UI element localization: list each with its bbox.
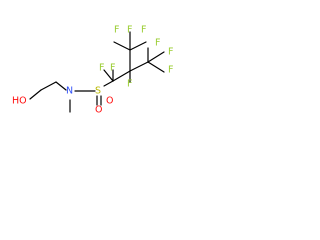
atom-oxygen2: O	[106, 96, 113, 107]
bond-cf3right-f1	[147, 51, 165, 63]
atom-f-top1: F	[114, 25, 119, 36]
atom-f-right1: F	[168, 47, 173, 58]
bond-c2-n	[55, 81, 67, 91]
atom-f-mid2: F	[110, 63, 115, 74]
bonds	[29, 31, 165, 113]
atom-nitrogen: N	[66, 86, 73, 97]
bond-cf3right-f2	[147, 61, 165, 73]
molecule-structure: HO N S O O F F F F F F F F F	[12, 25, 173, 116]
bond-cf2-cf	[112, 70, 131, 82]
bond-o-c1	[29, 89, 42, 100]
bond-cf2-f-left	[103, 69, 114, 82]
atom-f-mid1: F	[99, 63, 104, 74]
atom-hydroxyl: HO	[12, 96, 27, 107]
atom-f-top3: F	[141, 25, 146, 36]
bond-s-cf2	[103, 80, 114, 87]
bond-cf3top-f3	[129, 41, 147, 51]
atom-f-top2: F	[127, 25, 132, 36]
atom-sulfur: S	[95, 86, 101, 97]
bond-cf3top-f2	[113, 41, 131, 51]
bond-cf-cf3-right	[129, 61, 149, 72]
atom-f-right3: F	[155, 38, 160, 49]
bond-c1-c2	[40, 81, 57, 91]
atom-f-right2: F	[168, 65, 173, 76]
atom-oxygen1: O	[95, 105, 102, 116]
atom-labels: HO N S O O F F F F F F F F F	[12, 25, 173, 116]
atom-f-mid3: F	[127, 79, 132, 90]
